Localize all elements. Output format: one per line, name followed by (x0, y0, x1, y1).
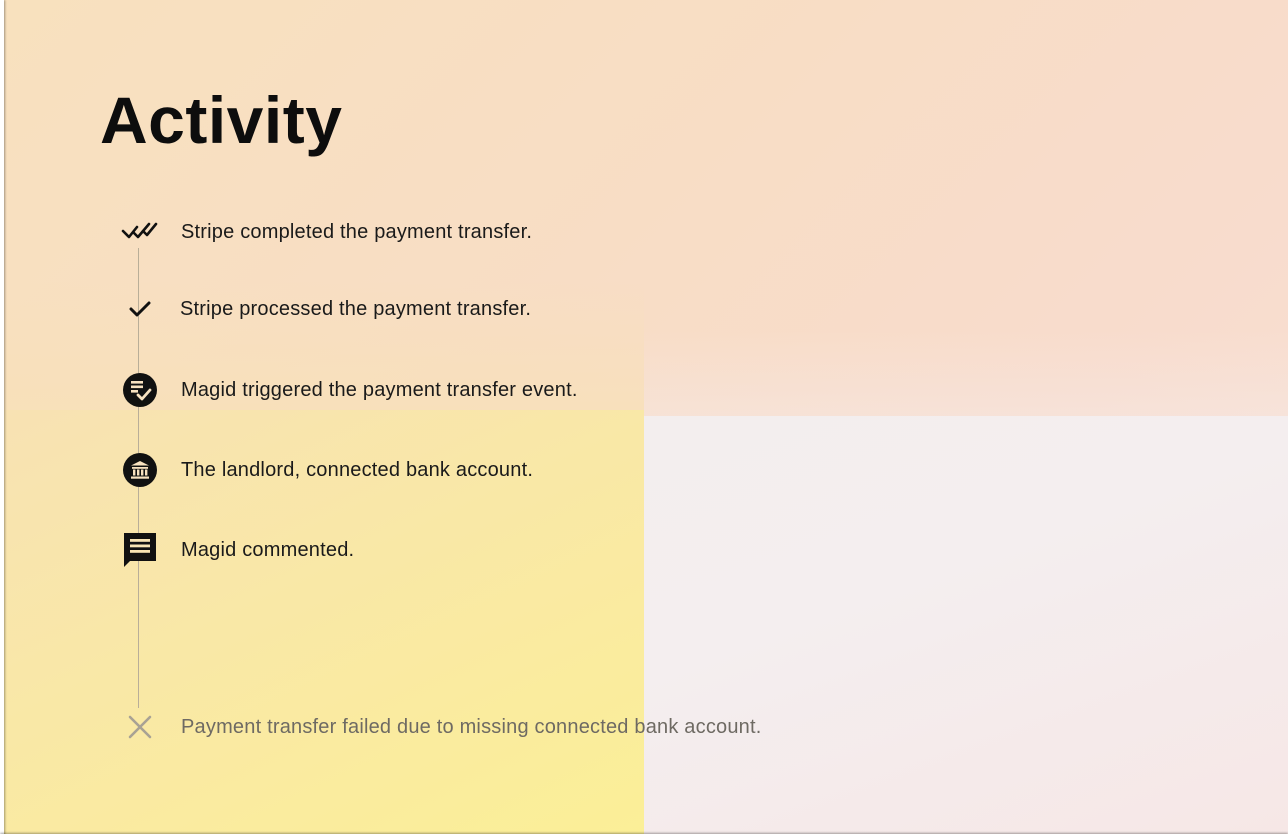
comment-icon (120, 530, 160, 570)
activity-item-triggered: Magid triggered the payment transfer eve… (120, 370, 578, 410)
activity-text: Stripe completed the payment transfer. (181, 220, 533, 243)
activity-text: Magid triggered the payment transfer eve… (181, 378, 578, 401)
background-yellow-panel (4, 410, 644, 834)
activity-item-bank-connected: The landlord, connected bank account. (120, 450, 533, 490)
activity-text: The landlord, connected bank account. (181, 458, 534, 481)
activity-item-failed: Payment transfer failed due to missing c… (120, 707, 762, 747)
activity-text: Stripe processed the payment transfer. (180, 297, 532, 320)
bank-icon (120, 450, 160, 490)
activity-text: Payment transfer failed due to missing c… (181, 715, 762, 738)
page-title: Activity (100, 83, 343, 157)
check-icon (120, 289, 160, 329)
double-check-icon (120, 212, 160, 252)
background-light-panel (644, 416, 1288, 834)
activity-item-completed: Stripe completed the payment transfer. (120, 212, 532, 252)
activity-item-processed: Stripe processed the payment transfer. (120, 289, 531, 329)
activity-text: Magid commented. (181, 538, 355, 561)
activity-item-comment: Magid commented. (120, 530, 354, 570)
close-icon (120, 707, 160, 747)
receipt-check-icon (120, 370, 160, 410)
